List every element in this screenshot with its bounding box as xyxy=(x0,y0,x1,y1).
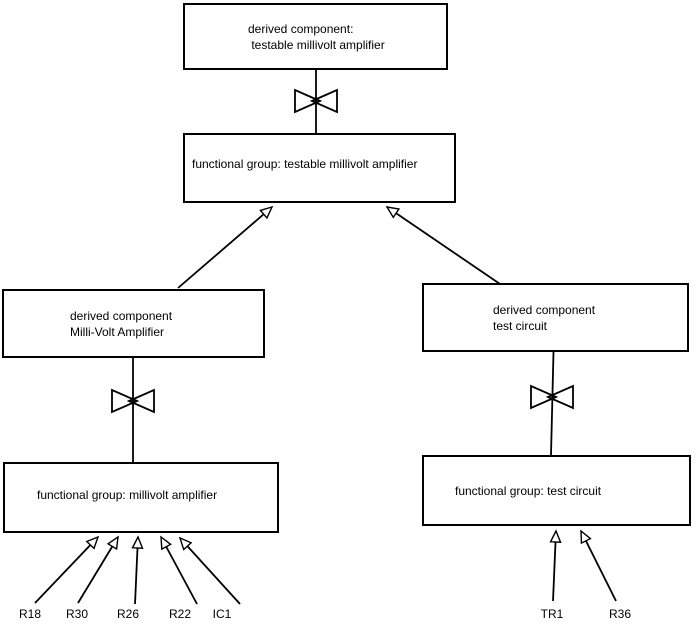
part-arrow-r18 xyxy=(34,535,100,604)
node-derived-component-millivolt-amplifier: derived component Milli-Volt Amplifier xyxy=(2,289,265,358)
bowtie-icon-top xyxy=(309,88,338,114)
bowtie-icon-left xyxy=(126,388,155,414)
part-arrow-r36 xyxy=(580,529,617,602)
node-label-line: functional group: test circuit xyxy=(455,483,602,498)
node-label-line: functional group: testable millivolt amp… xyxy=(192,157,418,171)
part-label-tr1: TR1 xyxy=(540,607,564,621)
node-label-line: Milli-Volt Amplifier xyxy=(70,324,165,339)
part-label-ic1: IC1 xyxy=(212,607,232,621)
node-label-line: testable millivolt amplifier xyxy=(248,37,385,52)
part-arrow-r22 xyxy=(160,535,198,605)
bowtie-icon-right xyxy=(530,384,559,410)
node-label-line: functional group: millivolt amplifier xyxy=(37,488,218,502)
part-label-r26: R26 xyxy=(116,607,139,621)
node-derived-component-testable-millivolt-amplifier: derived component: testable millivolt am… xyxy=(183,3,448,70)
part-arrow-r26 xyxy=(131,535,144,605)
bowtie-icon-top xyxy=(294,88,323,114)
part-arrow-r30 xyxy=(77,535,119,604)
part-label-r22: R22 xyxy=(168,607,191,621)
part-arrow-ic1 xyxy=(178,536,241,605)
part-label-r30: R30 xyxy=(65,607,88,621)
node-functional-group-millivolt-amplifier: functional group: millivolt amplifier xyxy=(3,462,279,533)
node-label-line: derived component xyxy=(493,302,596,317)
part-label-r18: R18 xyxy=(18,607,41,621)
node-label-line: derived component: xyxy=(248,21,354,36)
node-label-line: derived component xyxy=(70,308,173,323)
part-label-r36: R36 xyxy=(608,607,631,621)
generalization-arrow-right xyxy=(385,206,501,285)
bowtie-icon-right xyxy=(545,384,574,410)
bowtie-icon-left xyxy=(111,388,140,414)
node-derived-component-test-circuit: derived component test circuit xyxy=(422,283,689,352)
part-arrow-tr1 xyxy=(549,529,562,602)
node-label-line: test circuit xyxy=(493,318,548,333)
generalization-arrow-left xyxy=(177,205,274,289)
node-functional-group-testable-millivolt-amplifier: functional group: testable millivolt amp… xyxy=(183,133,456,203)
node-functional-group-test-circuit: functional group: test circuit xyxy=(422,455,691,526)
composition-link-right xyxy=(550,351,555,456)
